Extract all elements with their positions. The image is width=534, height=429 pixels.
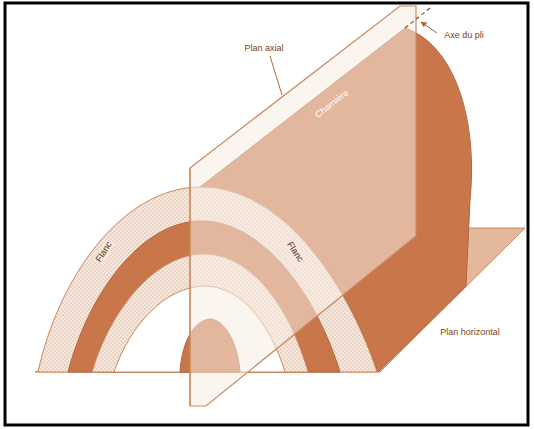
axis-leader: [421, 22, 437, 33]
frame: [5, 3, 528, 425]
axial-plane: [190, 6, 416, 406]
axial-leader: [270, 56, 282, 95]
axial-plane-edge: [189, 168, 190, 406]
plane-label: Plan axial: [243, 43, 284, 54]
axis-label: Axe du pli: [443, 30, 485, 41]
plane-label: Plan horizontal: [439, 327, 501, 338]
fold-axis: [405, 8, 430, 28]
